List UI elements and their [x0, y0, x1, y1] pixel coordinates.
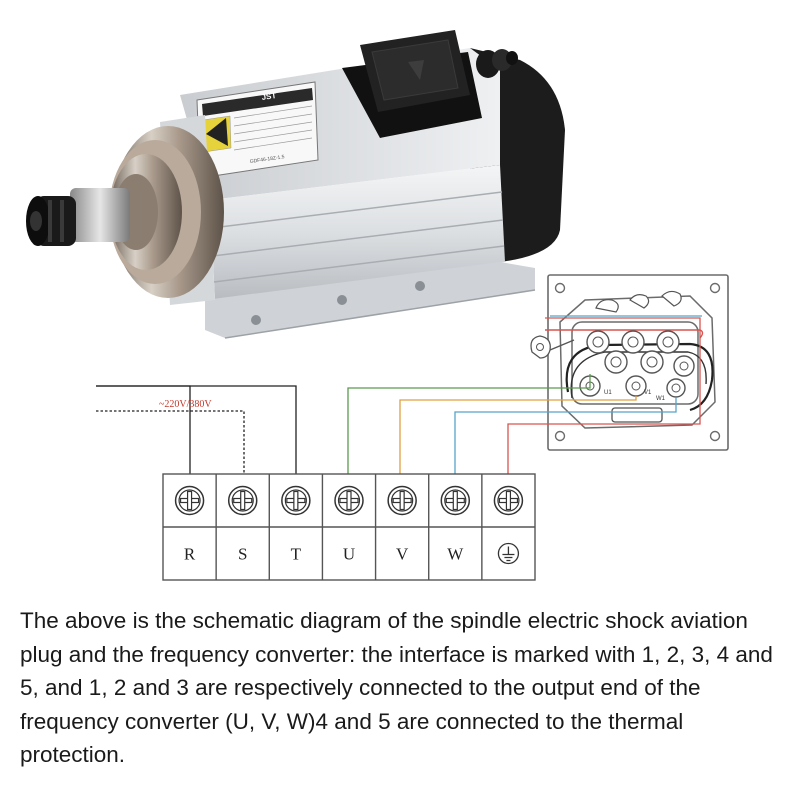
mount-hole — [554, 282, 566, 294]
terminal-label: U — [343, 545, 355, 564]
plug-outline — [547, 274, 729, 451]
caption-text: The above is the schematic diagram of th… — [20, 608, 773, 767]
terminal-screw-icon — [493, 485, 524, 516]
terminal-screw-icon — [281, 485, 311, 516]
collet-nut — [26, 188, 130, 246]
plug-pin-label: U1 — [604, 390, 612, 396]
plug-pin-label: V1 — [644, 390, 652, 396]
terminal-label: W — [447, 545, 464, 564]
junction-box — [342, 30, 518, 138]
nameplate-model: GDF46-18Z-1.5 — [249, 154, 285, 165]
wire-u — [347, 374, 591, 474]
plug-pin — [621, 330, 645, 354]
plug-pin-label: W1 — [656, 396, 666, 402]
plug-pin — [604, 350, 628, 374]
motor-body-front — [210, 165, 505, 300]
aviation-plug-face: U1 V1 W1 — [530, 274, 729, 451]
terminal-screw-icon — [227, 485, 258, 516]
wiring — [96, 317, 701, 474]
mount-hole — [554, 430, 566, 442]
terminal-label: T — [291, 545, 302, 564]
terminal-label: S — [238, 545, 247, 564]
ground-icon — [497, 542, 520, 565]
front-flange — [109, 115, 224, 305]
wire-s — [96, 410, 245, 474]
terminal-screw-icon — [387, 485, 417, 516]
spindle-motor: JST GDF46-18Z-1.5 — [26, 30, 565, 339]
terminal-screw-icon — [440, 485, 471, 516]
terminal-block: R S T U V W — [162, 473, 536, 581]
terminal-screw-icon — [174, 485, 205, 516]
plug-pin — [656, 330, 680, 354]
wire-t — [96, 385, 297, 474]
terminal-label: V — [396, 545, 409, 564]
wire-ground — [507, 317, 701, 474]
plug-pin — [586, 330, 610, 354]
plug-housing — [559, 295, 716, 429]
plug-pin — [673, 355, 695, 377]
mount-hole — [709, 282, 721, 294]
terminal-label: R — [184, 545, 196, 564]
plug-pin — [625, 375, 647, 397]
pin-frame — [571, 321, 699, 405]
supply-voltage-label: ~220V/380V — [159, 399, 212, 410]
nameplate-brand: JST — [261, 91, 277, 102]
motor-base — [205, 262, 535, 338]
plug-pin — [640, 350, 664, 374]
mount-hole — [709, 430, 721, 442]
terminal-screw-icon — [334, 485, 364, 516]
plug-pin — [666, 378, 686, 398]
wire-v — [399, 396, 637, 474]
wire-w — [454, 398, 677, 474]
